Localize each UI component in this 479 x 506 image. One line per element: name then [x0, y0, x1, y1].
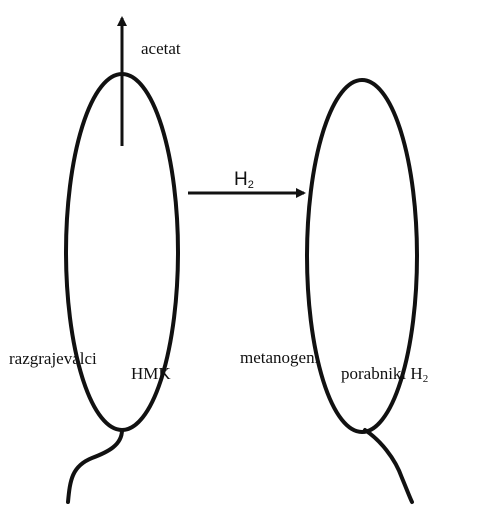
right-cell-sublabel: porabniki H2 — [341, 365, 428, 382]
right-cell-sublabel-sub: 2 — [423, 373, 429, 385]
right-cell-label: metanogeni — [240, 349, 319, 366]
left-cell-label: razgrajevalci — [9, 350, 97, 367]
h2-transfer-label: H2 — [234, 170, 254, 189]
left-cell-sublabel: HMK — [131, 365, 171, 382]
h2-transfer-label-main: H — [234, 169, 248, 190]
right-cell-flagellum — [365, 430, 412, 502]
right-cell-sublabel-main: porabniki H — [341, 364, 423, 383]
left-cell-flagellum — [68, 430, 122, 502]
acetate-label: acetat — [141, 40, 181, 57]
h2-transfer-label-sub: 2 — [248, 179, 254, 191]
